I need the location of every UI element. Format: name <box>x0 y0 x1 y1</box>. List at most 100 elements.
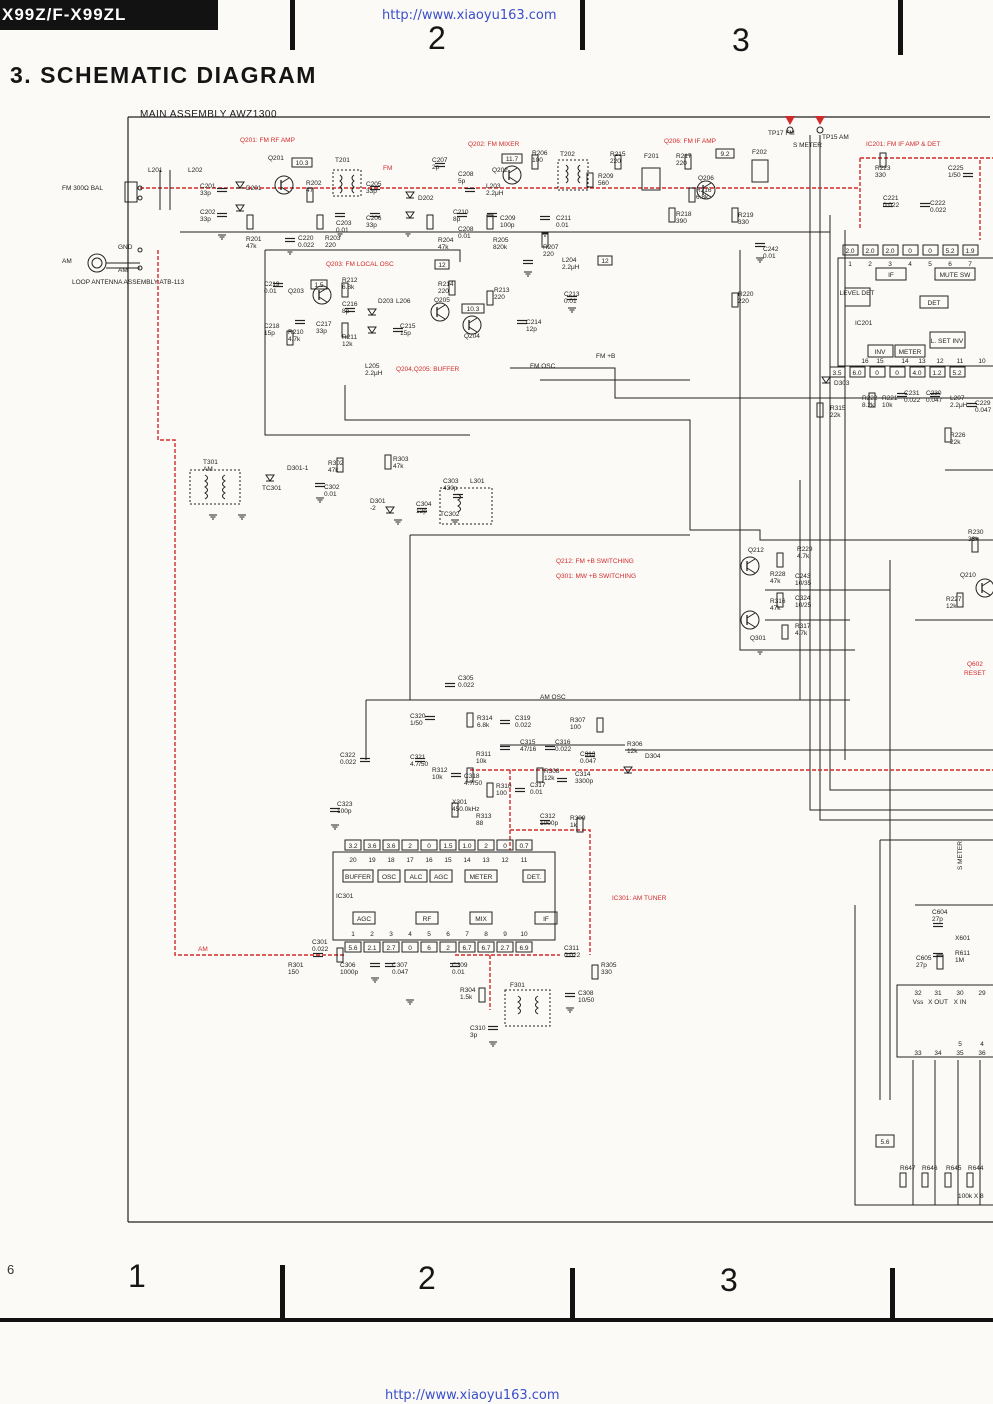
component-ref-r308: R308 <box>544 768 560 775</box>
ic301-pin-number: 18 <box>387 857 395 864</box>
ic201-block <box>837 257 993 367</box>
component-value-r227: 12k <box>946 603 957 610</box>
footer-url[interactable]: http://www.xiaoyu163.com <box>385 1388 560 1403</box>
label-q201: Q201: FM RF AMP <box>240 137 295 144</box>
component-ref-c225: C225 <box>948 165 964 172</box>
component-ref-r314: R314 <box>477 715 493 722</box>
component-ref-d201: D201 <box>246 185 262 192</box>
component-ref-r207: R207 <box>543 244 559 251</box>
component-ref-c201: C201 <box>200 183 216 190</box>
component-ref-r211: R211 <box>342 334 357 341</box>
ic201-pin-number: 13 <box>918 358 926 365</box>
header-url[interactable]: http://www.xiaoyu163.com <box>382 8 557 23</box>
transistor-q205 <box>430 302 450 322</box>
component-value-c225: 1/50 <box>948 172 961 179</box>
component-ref-d301-1: D301-1 <box>287 465 309 472</box>
component-ref-c220: C220 <box>298 235 314 242</box>
grid-divider <box>570 1268 575 1320</box>
label-q206: Q206: FM IF AMP <box>664 138 716 145</box>
ic201-name: IC201 <box>855 320 873 327</box>
ic301-pin-voltage: 2 <box>446 945 450 952</box>
label-tp15: TP15 AM <box>822 134 849 141</box>
component-value-c218: 15p <box>264 330 275 337</box>
assembly-label: MAIN ASSEMBLY AWZ1300 <box>140 109 278 120</box>
component-value-r219: 330 <box>738 219 749 226</box>
component-ref-c309: C309 <box>452 962 468 969</box>
ic601-block <box>875 984 993 1205</box>
label-q301: Q301: MW +B SWITCHING <box>556 573 636 580</box>
component-value-c317: 0.01 <box>530 789 543 796</box>
component-value-r228: 47k <box>770 578 781 585</box>
ic301-rf-label: RF <box>423 916 432 923</box>
fm-signal-path <box>140 157 993 240</box>
ic601-pin-number: 35 <box>956 1050 964 1057</box>
ic301-agc-label: AGC <box>434 874 448 881</box>
input-labels: FM 300Ω BAL GND AM AM LOOP ANTENNA ASSEM… <box>62 130 849 701</box>
ic201-pin-number: 5 <box>928 261 932 268</box>
component-ref-r217: R217 <box>676 153 692 160</box>
component-ref-c311: C311 <box>564 945 579 952</box>
component-value-r305: 330 <box>601 969 612 976</box>
test-point-tp15[interactable] <box>815 116 825 134</box>
transistor-q301 <box>740 610 760 630</box>
model-tab: X99Z/F-X99ZL <box>0 0 218 30</box>
page-bottom-border <box>0 1318 993 1322</box>
ic301-pin-number: 5 <box>427 931 431 938</box>
q201-voltage: 10.3 <box>296 160 309 167</box>
component-value-r307: 100 <box>570 724 581 731</box>
component-value-r306: 12k <box>627 748 638 755</box>
component-ref-r221: R221 <box>882 395 898 402</box>
component-ref-l207: L207 <box>950 395 965 402</box>
component-value-c201: 33p <box>200 190 211 197</box>
label-q204: Q204,Q205: BUFFER <box>396 366 460 373</box>
grid-divider <box>280 1265 285 1320</box>
component-ref-c307: C307 <box>392 962 408 969</box>
component-ref-r306: R306 <box>627 741 643 748</box>
component-value-c215: 15p <box>400 330 411 337</box>
ic301-pin-voltage: 6.9 <box>519 945 528 952</box>
ic301-pin-number: 20 <box>349 857 357 864</box>
component-ref-l201: L201 <box>148 167 163 174</box>
component-value-r314: 6.8k <box>477 722 490 729</box>
component-ref-c308: C308 <box>578 990 594 997</box>
component-ref-d203: D203 <box>378 298 394 305</box>
ic601-pin-number: 36 <box>978 1050 986 1057</box>
component-ref-tc302: TC302 <box>440 511 460 518</box>
grid-number: 2 <box>418 1260 436 1296</box>
component-value-c320: 1/50 <box>410 720 423 727</box>
component-value-d301: -2 <box>370 505 376 512</box>
component-ref-l205: L205 <box>365 363 380 370</box>
component-ref-f202: F202 <box>752 149 767 156</box>
ic301-pin-voltage: 0.7 <box>519 843 528 850</box>
label-q202: Q202: FM MIXER <box>468 141 520 148</box>
ic201-mute-label: MUTE SW <box>940 272 972 279</box>
component-ref-r309: R309 <box>570 815 586 822</box>
component-value-c217: 33p <box>316 328 327 335</box>
test-point-tp17[interactable] <box>785 116 795 134</box>
component-ref-d303: D303 <box>834 380 850 387</box>
filter-f202 <box>751 159 769 183</box>
ic301-meter-label: METER <box>470 874 493 881</box>
ic201-pin-number: 7 <box>968 261 972 268</box>
grid-divider <box>580 0 585 50</box>
component-value-r310: 100 <box>496 790 507 797</box>
ic301-pin-voltage: 2.1 <box>367 945 376 952</box>
component-value-c309: 0.01 <box>452 969 465 976</box>
component-value-c220: 0.022 <box>298 242 315 249</box>
component-ref-r210: R210 <box>288 329 304 336</box>
ic601-bias-label: 100k X 8 <box>958 1193 984 1200</box>
component-ref-r317: R317 <box>795 623 811 630</box>
component-ref-r301: R301 <box>288 962 304 969</box>
ic201-pin-voltage: 0 <box>908 248 912 255</box>
component-value-c242: 0.01 <box>763 253 776 260</box>
label-reset: RESET <box>964 670 986 677</box>
component-ref-c222: C222 <box>930 200 946 207</box>
component-ref-r305: R305 <box>601 962 617 969</box>
component-value-r205: 820k <box>493 244 508 251</box>
component-value-c316: 0.022 <box>555 746 572 753</box>
component-value-l205: 2.2μH <box>365 370 383 377</box>
component-ref-r204: R204 <box>438 237 454 244</box>
ic601-pin-number: 4 <box>980 1041 984 1048</box>
page-title: 3. SCHEMATIC DIAGRAM <box>10 62 317 88</box>
label-q212: Q212: FM +B SWITCHING <box>556 558 634 565</box>
